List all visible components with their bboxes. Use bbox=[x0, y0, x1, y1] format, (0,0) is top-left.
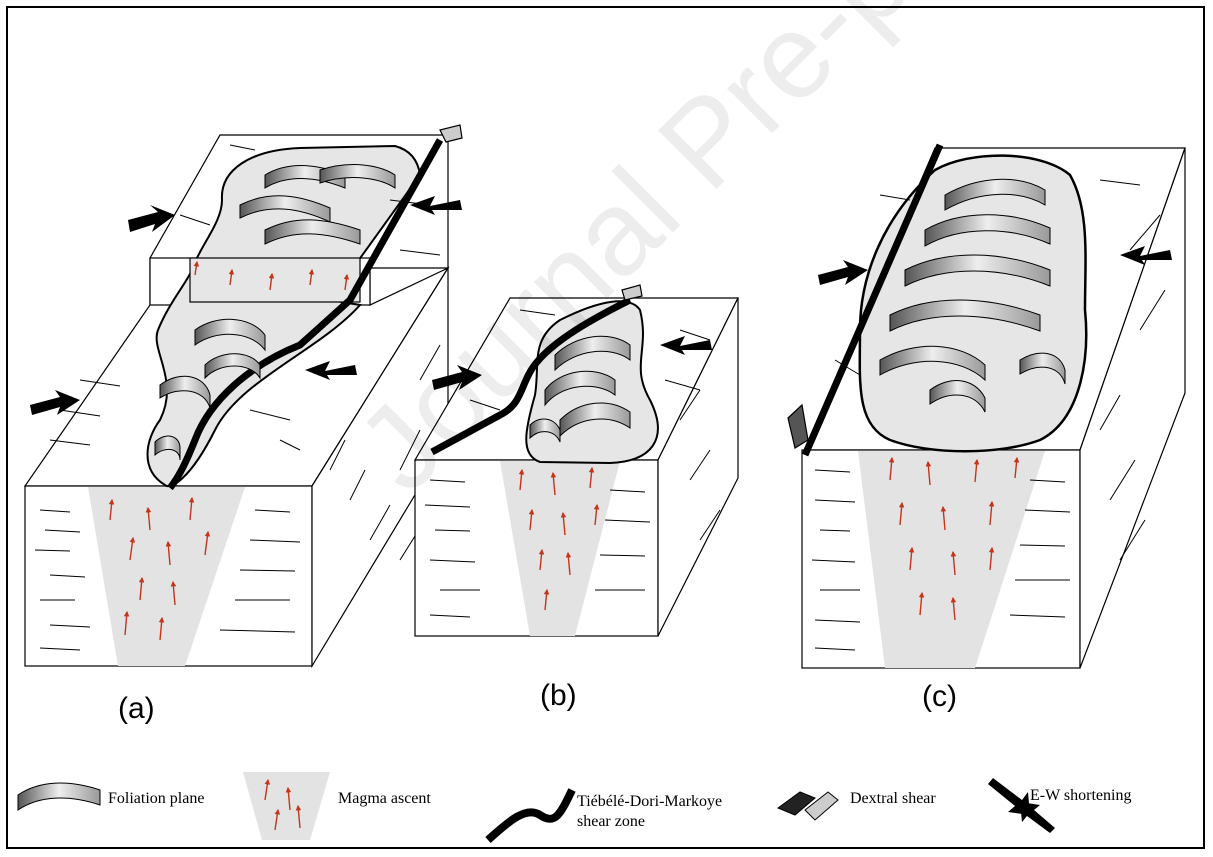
legend-magma-label: Magma ascent bbox=[338, 790, 431, 808]
legend-shear-zone-icon bbox=[488, 790, 572, 840]
legend-dextral-label: Dextral shear bbox=[850, 790, 936, 808]
panel-label-a: (a) bbox=[118, 692, 155, 726]
panel-label-c: (c) bbox=[922, 680, 957, 714]
legend-shear-zone-label-1: Tiébélé-Dori-Markoye bbox=[577, 793, 722, 811]
legend-magma-icon bbox=[243, 772, 330, 840]
legend-foliation-icon bbox=[18, 783, 100, 810]
legend-dextral-icon bbox=[778, 792, 838, 820]
legend-foliation-label: Foliation plane bbox=[108, 790, 204, 808]
legend-shortening-label: E-W shortening bbox=[1030, 787, 1131, 805]
block-b bbox=[415, 285, 738, 636]
panel-label-b: (b) bbox=[540, 679, 577, 713]
block-c-dextral-flag bbox=[788, 405, 808, 448]
legend-shear-zone-label-2: shear zone bbox=[577, 813, 645, 831]
block-a-step-band bbox=[190, 258, 360, 302]
